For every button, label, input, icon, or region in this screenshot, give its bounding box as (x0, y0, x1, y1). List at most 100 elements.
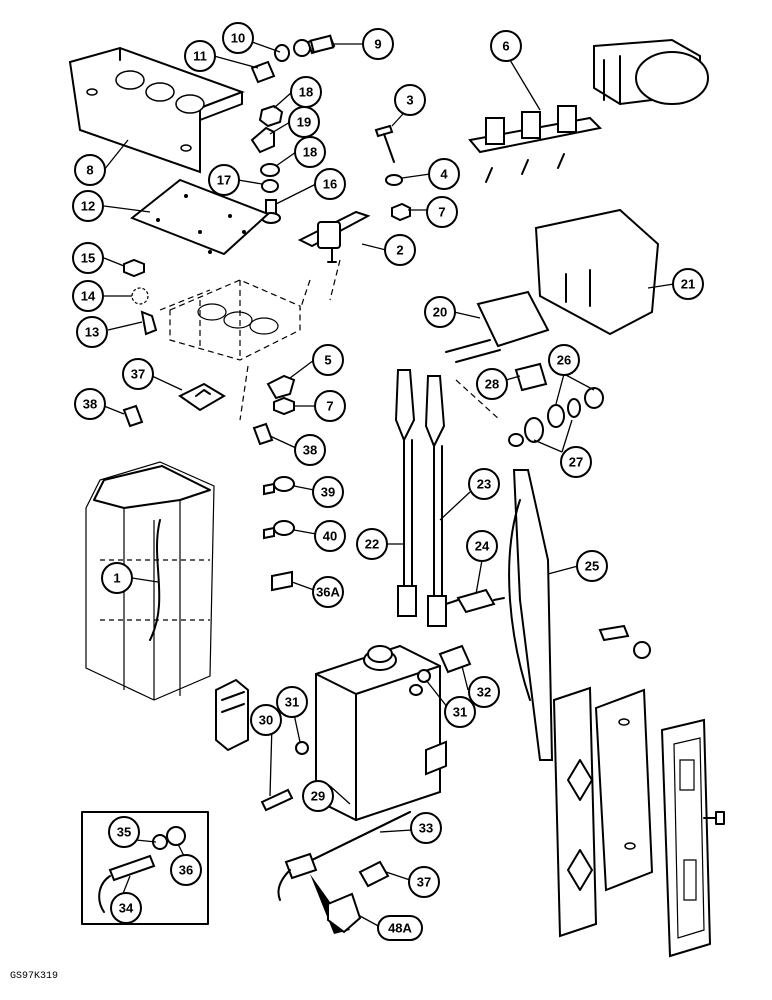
callout-19: 19 (288, 106, 320, 138)
callout-5: 5 (312, 344, 344, 376)
callout-17: 17 (208, 164, 240, 196)
callout-36a: 36A (312, 576, 344, 608)
svg-text:17: 17 (217, 173, 231, 188)
callout-13: 13 (76, 316, 108, 348)
flat-plate-holes (156, 194, 246, 254)
washer-pump-part (215, 678, 249, 752)
callout-8: 8 (74, 154, 106, 186)
svg-text:21: 21 (681, 277, 695, 292)
assembly-guide-lines (159, 259, 501, 421)
svg-text:27: 27 (569, 455, 583, 470)
callout-22: 22 (356, 528, 388, 560)
callout-3: 3 (394, 84, 426, 116)
callout-30: 30 (250, 704, 282, 736)
flat-plate-part (130, 178, 270, 256)
svg-text:1: 1 (113, 571, 120, 586)
svg-text:13: 13 (85, 325, 99, 340)
callout-26: 26 (548, 344, 580, 376)
callout-33: 33 (410, 812, 442, 844)
callout-24: 24 (466, 530, 498, 562)
callout-10: 10 (222, 22, 254, 54)
wiper-blade-part (512, 469, 554, 761)
svg-text:36A: 36A (316, 585, 340, 600)
svg-text:3: 3 (406, 93, 413, 108)
fastener-hardware (250, 104, 284, 224)
svg-text:38: 38 (303, 443, 317, 458)
svg-text:24: 24 (475, 539, 490, 554)
svg-text:30: 30 (259, 713, 273, 728)
callout-12: 12 (72, 190, 104, 222)
callout-9: 9 (362, 28, 394, 60)
clips-and-grommets (122, 374, 296, 446)
callout-48a: 48A (377, 915, 423, 941)
mounting-plate-part (68, 46, 245, 174)
svg-text:18: 18 (299, 85, 313, 100)
svg-text:26: 26 (557, 353, 571, 368)
callout-6: 6 (490, 30, 522, 62)
callout-34: 34 (110, 892, 142, 924)
svg-text:4: 4 (440, 167, 448, 182)
svg-text:31: 31 (453, 705, 467, 720)
svg-text:32: 32 (477, 685, 491, 700)
callout-29: 29 (302, 780, 334, 812)
svg-text:19: 19 (297, 115, 311, 130)
callout-2: 2 (384, 234, 416, 266)
callout-11: 11 (184, 40, 216, 72)
svg-text:25: 25 (585, 559, 599, 574)
svg-text:10: 10 (231, 31, 245, 46)
svg-text:23: 23 (477, 477, 491, 492)
wiper-arms-part (394, 369, 447, 627)
callout-38a: 38 (74, 388, 106, 420)
callout-28: 28 (476, 368, 508, 400)
callout-37a: 37 (122, 358, 154, 390)
svg-text:29: 29 (311, 789, 325, 804)
housing-outline (169, 279, 301, 361)
callout-16: 16 (314, 168, 346, 200)
svg-text:14: 14 (81, 289, 96, 304)
leader-lines (103, 41, 675, 929)
reservoir-hardware (260, 644, 472, 812)
part-drawings (68, 34, 725, 958)
motor-cover-part (534, 208, 660, 336)
svg-text:16: 16 (323, 177, 337, 192)
svg-text:36: 36 (179, 863, 193, 878)
drawing-reference-code: GS97K319 (10, 971, 58, 982)
wiper-motor-part (468, 38, 709, 183)
svg-text:38: 38 (83, 397, 97, 412)
callout-25: 25 (576, 550, 608, 582)
svg-text:22: 22 (365, 537, 379, 552)
svg-text:33: 33 (419, 821, 433, 836)
inset-detail (81, 811, 209, 925)
svg-text:7: 7 (326, 399, 333, 414)
callout-20: 20 (424, 296, 456, 328)
svg-text:5: 5 (324, 353, 331, 368)
callout-7b: 7 (314, 390, 346, 422)
callout-1: 1 (101, 562, 133, 594)
svg-text:12: 12 (81, 199, 95, 214)
callout-31b: 31 (444, 696, 476, 728)
callout-18a: 18 (290, 76, 322, 108)
svg-text:2: 2 (396, 243, 403, 258)
svg-text:15: 15 (81, 251, 95, 266)
bushing-bolt-assembly (250, 34, 336, 84)
svg-text:31: 31 (285, 695, 299, 710)
pivot-bracket-part (445, 290, 604, 447)
callout-37b: 37 (408, 866, 440, 898)
callout-15: 15 (72, 242, 104, 274)
hose-and-nozzle (277, 811, 411, 934)
switch-part (297, 124, 411, 263)
callout-7a: 7 (426, 196, 458, 228)
callout-27: 27 (560, 446, 592, 478)
svg-text:39: 39 (321, 485, 335, 500)
callouts: 1 2 3 4 5 6 7 7 7 8 9 10 11 12 13 14 15 … (72, 22, 704, 941)
callout-31a: 31 (276, 686, 308, 718)
svg-text:8: 8 (86, 163, 93, 178)
svg-text:40: 40 (323, 529, 337, 544)
callout-32: 32 (468, 676, 500, 708)
svg-text:9: 9 (374, 37, 381, 52)
svg-text:11: 11 (193, 49, 207, 64)
main-body-part (85, 461, 215, 701)
svg-text:18: 18 (303, 145, 317, 160)
callout-14: 14 (72, 280, 104, 312)
